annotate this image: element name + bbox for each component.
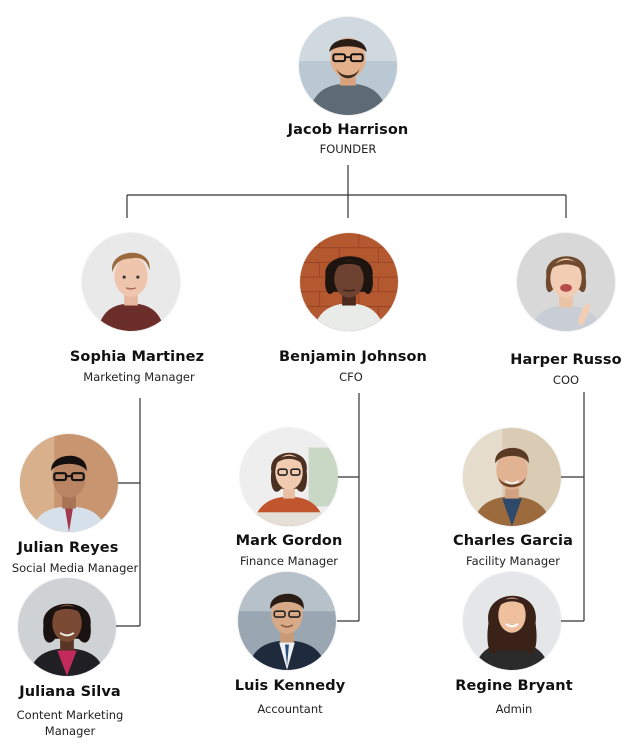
person-photo-icon [82,233,180,331]
person-photo-icon [517,233,615,331]
role-luis-kennedy: Accountant [257,702,323,716]
avatar-juliana-silva [18,578,116,676]
avatar-sophia-martinez [82,233,180,331]
name-jacob-harrison: Jacob Harrison [287,122,409,138]
name-mark-gordon: Mark Gordon [235,533,343,549]
role-juliana-silva: Content Marketing Manager [16,708,124,738]
name-luis-kennedy: Luis Kennedy [234,678,346,694]
avatar-benjamin-johnson [300,233,398,331]
role-regine-bryant: Admin [495,702,533,716]
role-sophia-martinez: Marketing Manager [83,370,195,384]
avatar-harper-russo [517,233,615,331]
name-harper-russo: Harper Russo [510,352,622,368]
role-jacob-harrison: FOUNDER [319,142,377,156]
person-photo-icon [18,578,116,676]
role-mark-gordon: Finance Manager [239,554,339,568]
avatar-luis-kennedy [238,572,336,670]
person-photo-icon [463,572,561,670]
name-juliana-silva: Juliana Silva [19,684,121,700]
avatar-regine-bryant [463,572,561,670]
role-charles-garcia: Facility Manager [466,554,560,568]
person-photo-icon [20,434,118,532]
avatar-mark-gordon [240,428,338,526]
person-photo-icon [238,572,336,670]
person-photo-icon [300,233,398,331]
avatar-jacob-harrison [299,17,397,115]
role-benjamin-johnson: CFO [339,370,363,384]
role-julian-reyes: Social Media Manager [11,561,139,575]
avatar-julian-reyes [20,434,118,532]
person-photo-icon [240,428,338,526]
name-regine-bryant: Regine Bryant [455,678,573,694]
person-photo-icon [299,17,397,115]
name-benjamin-johnson: Benjamin Johnson [279,349,427,365]
name-charles-garcia: Charles Garcia [453,533,573,549]
role-harper-russo: COO [552,373,580,387]
name-julian-reyes: Julian Reyes [17,540,119,556]
person-photo-icon [463,428,561,526]
name-sophia-martinez: Sophia Martinez [69,349,205,365]
avatar-charles-garcia [463,428,561,526]
